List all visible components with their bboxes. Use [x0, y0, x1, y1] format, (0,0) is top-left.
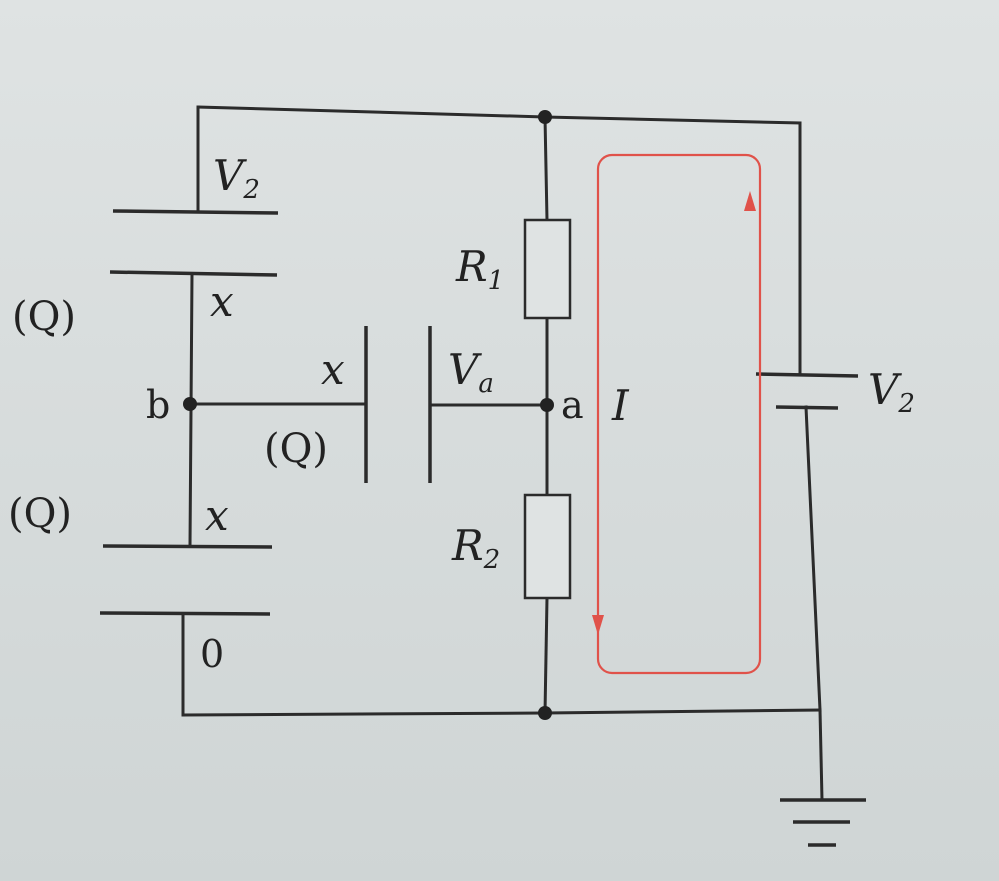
label-current-i: I [611, 381, 630, 430]
current-arrow-down [592, 615, 604, 635]
label-x-upper: x [210, 277, 234, 326]
right-battery-long-plate [755, 372, 859, 378]
wire-ground-lead [818, 708, 824, 802]
label-x-middle: x [321, 345, 345, 394]
wire-top [196, 105, 802, 125]
node-a-dot [540, 398, 554, 412]
current-loop [596, 153, 762, 675]
wire-mid-top [543, 115, 549, 222]
resistor-r2 [523, 493, 572, 600]
label-q-middle: (Q) [264, 426, 328, 472]
label-va: Va [448, 345, 494, 399]
label-x-lower: x [205, 491, 229, 540]
wire-right-bottom [804, 405, 822, 712]
wire-bottom [181, 708, 822, 717]
junction-bottom [538, 706, 552, 720]
label-r1: R1 [455, 242, 504, 296]
label-node-b: b [146, 383, 170, 427]
wire-mid-bottom [543, 596, 549, 715]
left-upper-cap-top-plate [112, 209, 279, 215]
label-zero: 0 [200, 632, 224, 676]
left-lower-cap-bottom-plate [99, 611, 271, 616]
junction-top [538, 110, 552, 124]
left-lower-cap-top-plate [102, 544, 273, 549]
label-q-left-lower: (Q) [8, 491, 72, 537]
label-v2-top: V2 [213, 151, 260, 205]
node-b-dot [183, 397, 197, 411]
right-battery-short-plate [775, 405, 839, 410]
label-node-a: a [561, 383, 584, 427]
current-arrow-up [744, 191, 756, 211]
label-v2-right: V2 [868, 365, 915, 419]
label-q-left-upper: (Q) [12, 294, 76, 340]
left-upper-cap-bottom-plate [109, 270, 278, 277]
label-r2: R2 [451, 521, 500, 575]
resistor-r1 [523, 218, 572, 320]
